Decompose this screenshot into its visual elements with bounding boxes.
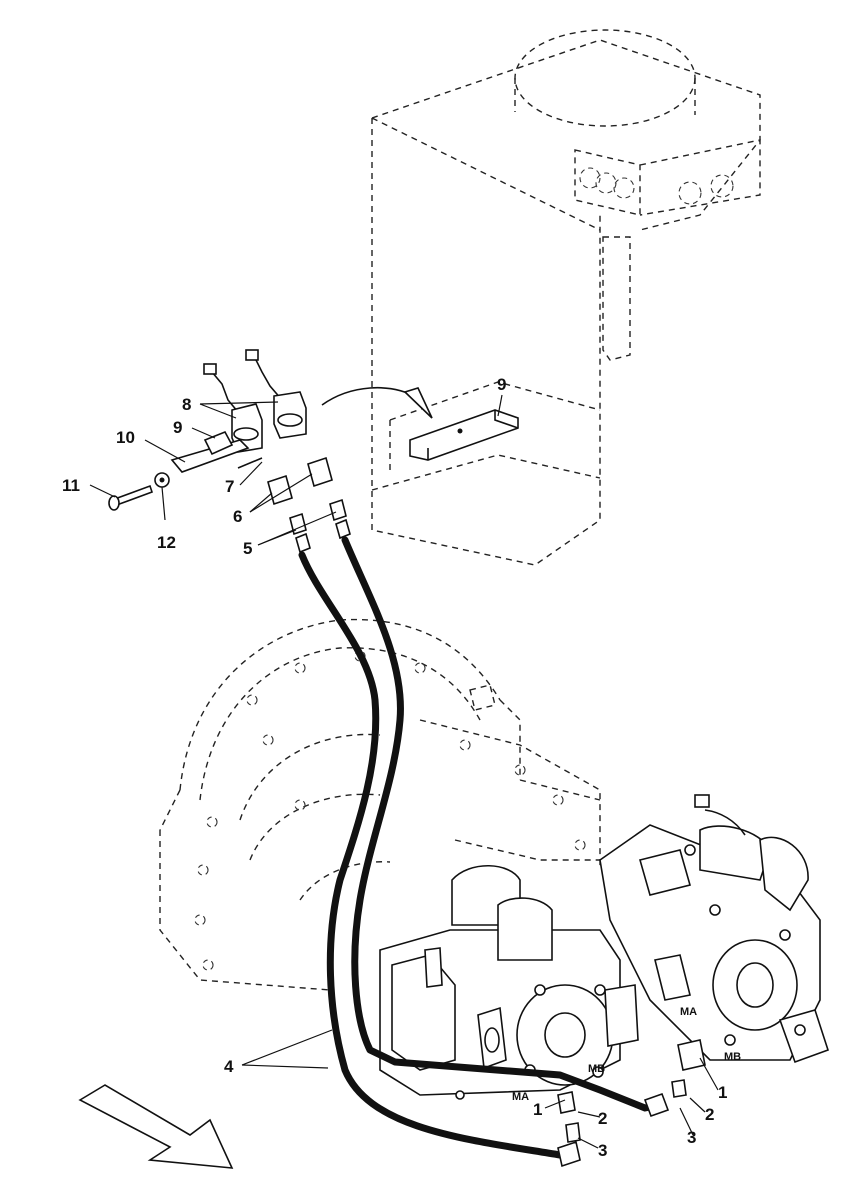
port-ma-left: MA: [512, 1091, 529, 1103]
callout-2-right: 2: [705, 1105, 714, 1124]
relocation-arrow: [321, 386, 433, 419]
pressure-switch-assembly: [108, 349, 351, 554]
callout-11: 11: [62, 476, 80, 495]
callout-7: 7: [225, 477, 234, 496]
callout-10: 10: [116, 428, 135, 447]
callout-9-switch-bracket: 9: [173, 418, 182, 437]
callout-2-left: 2: [598, 1109, 607, 1128]
callout-5: 5: [243, 539, 252, 558]
port-ma-right: MA: [680, 1006, 697, 1018]
callout-4: 4: [224, 1057, 234, 1076]
mounting-bracket-9: [409, 409, 519, 461]
hydraulic-tank-outline: [371, 29, 761, 566]
port-markings: MA MB MA MB: [512, 1006, 741, 1103]
callout-1-right: 1: [718, 1083, 727, 1102]
hose-right: [341, 536, 664, 1112]
callout-9-tank-bracket: 9: [497, 375, 506, 394]
hydrostatic-pump-assembly: [379, 794, 829, 1143]
callout-labels: 8 9 10 11 12 7 6 5 9 4 1 2 3 1 2 3: [62, 375, 727, 1160]
callout-1-left: 1: [533, 1100, 542, 1119]
hose-left: [298, 551, 572, 1159]
callout-12: 12: [157, 533, 176, 552]
callout-3-right: 3: [687, 1128, 696, 1147]
callout-8: 8: [182, 395, 191, 414]
port-mb-left: MB: [588, 1063, 605, 1075]
callout-3-left: 3: [598, 1141, 607, 1160]
leader-lines: [89, 394, 719, 1149]
travel-direction-arrow: [78, 1084, 234, 1169]
hydraulic-hoses: [298, 536, 670, 1168]
callout-6: 6: [233, 507, 242, 526]
port-mb-right: MB: [724, 1051, 741, 1063]
